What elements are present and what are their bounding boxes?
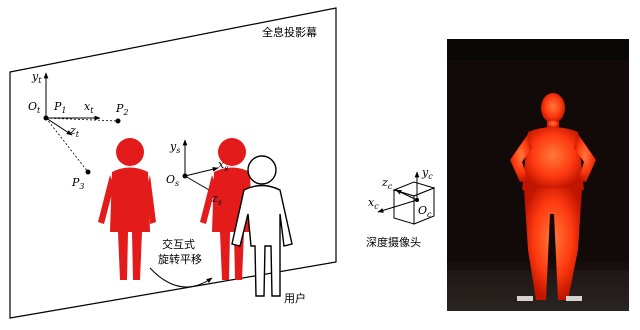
label-p2: P2 (115, 102, 129, 117)
screen-label: 全息投影幕 (262, 25, 317, 39)
point-p3 (85, 169, 91, 175)
label-o-c: Oc (418, 204, 432, 219)
figure-axes (182, 139, 219, 195)
camera-label: 深度摄像头 (366, 235, 421, 249)
depth-camera-icon (377, 171, 436, 225)
label-x-t: xt (84, 100, 94, 115)
point-p2 (115, 118, 121, 124)
label-y-c: yc (421, 166, 433, 181)
label-o-t: Ot (28, 100, 41, 115)
label-z-t: zt (69, 124, 80, 139)
hologram-screen (9, 7, 337, 319)
hologram-photo (447, 39, 629, 311)
rotation-label-line2: 旋转平移 (158, 252, 202, 266)
hologram-figure-left (98, 138, 156, 280)
label-x-c: xc (368, 196, 379, 211)
label-z-s: zs (211, 192, 222, 207)
label-p1: P1 (53, 100, 67, 115)
user-label: 用户 (284, 291, 306, 305)
label-z-c: zc (381, 176, 393, 191)
hologram-figure-right (200, 138, 252, 280)
rotation-label-line1: 交互式 (162, 237, 195, 251)
label-o-s: Os (166, 173, 179, 188)
origin-point (43, 115, 49, 121)
label-p3: P3 (71, 176, 85, 191)
label-x-s: xs (218, 158, 228, 173)
rotation-arrow (149, 267, 213, 288)
label-y-s: ys (169, 140, 180, 155)
hologram-axes (43, 72, 121, 175)
user-figure (231, 155, 293, 297)
label-y-t: yt (31, 70, 42, 85)
